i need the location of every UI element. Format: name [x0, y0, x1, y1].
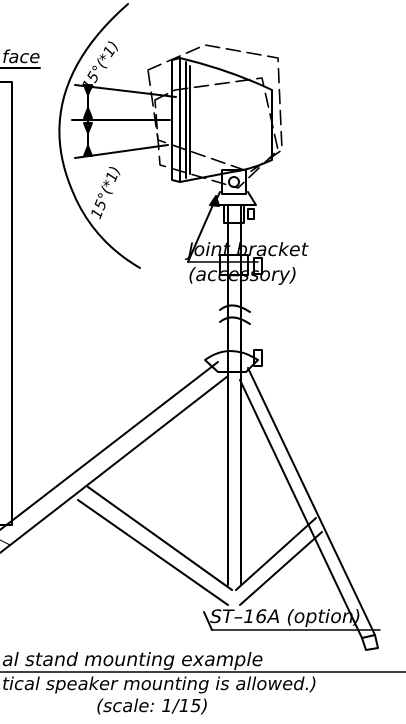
- angle-top-label: 15°(*1): [78, 38, 123, 94]
- joint-bracket-note: (accessory): [188, 264, 298, 286]
- caption: al stand mounting example: [2, 649, 263, 671]
- speaker-tilt-outline: [147, 44, 283, 189]
- surface-label: face: [2, 47, 40, 68]
- stand-pole: [204, 204, 263, 586]
- angle-bottom-label: 15°(*1): [87, 163, 124, 221]
- stand-label: ST–16A (option): [210, 606, 361, 628]
- scale-label: (scale: 1/15): [96, 696, 209, 717]
- tilt-angle-dimension: [58, 3, 177, 269]
- joint-bracket-leader: [187, 195, 259, 263]
- mounting-surface: [0, 67, 41, 526]
- joint-bracket-label: Joint bracket: [184, 239, 310, 261]
- note: tical speaker mounting is allowed.): [2, 674, 317, 695]
- tripod-legs: [0, 361, 379, 651]
- speaker: [171, 57, 273, 183]
- stand-leader: [203, 611, 381, 631]
